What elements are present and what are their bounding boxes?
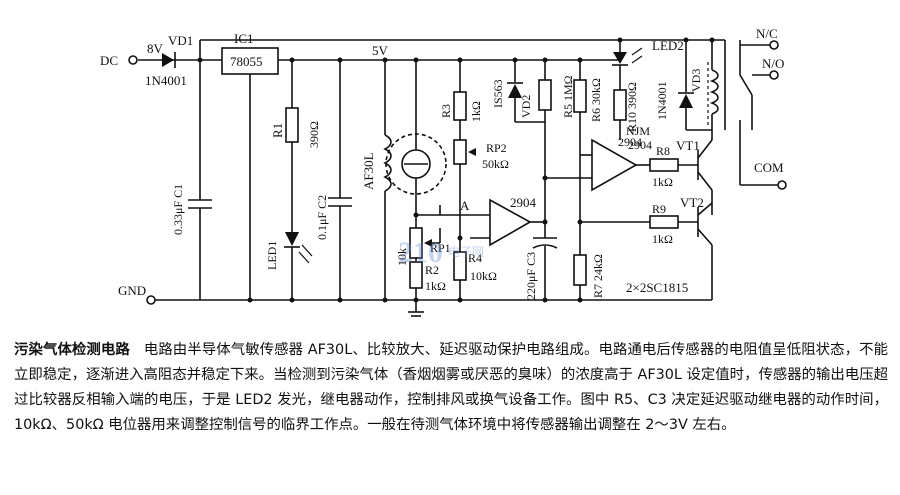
diode-is563 xyxy=(507,60,523,122)
njm-part: 2904 xyxy=(628,138,652,152)
com-terminal xyxy=(777,180,787,190)
ic1-part: 78055 xyxy=(230,54,263,69)
gnd-terminal xyxy=(146,295,156,305)
rp1-value: 10k xyxy=(395,248,409,266)
r6-label: R6 30kΩ xyxy=(589,78,603,122)
junction-dots xyxy=(197,37,715,303)
led1-label: LED1 xyxy=(265,241,279,270)
caption-title: 污染气体检测电路 xyxy=(14,342,130,358)
watermark-number: 210 xyxy=(398,236,443,269)
vd2-label: VD2 xyxy=(519,95,533,118)
watermark: 210 电子网 xyxy=(398,236,484,269)
led1 xyxy=(284,232,313,300)
capacitor-c1 xyxy=(188,60,212,300)
vt2-label: VT2 xyxy=(680,195,704,210)
r3-value: 1kΩ xyxy=(469,101,483,122)
opamp-upper xyxy=(545,138,648,192)
diode-vd1 xyxy=(162,52,176,68)
r9-value: 1kΩ xyxy=(652,232,673,246)
r2-value: 1kΩ xyxy=(425,279,446,293)
resistor-r10 xyxy=(613,65,627,140)
potentiometer-rp1 xyxy=(409,205,441,262)
vd3-label: VD3 xyxy=(689,69,703,92)
led2 xyxy=(612,40,643,66)
caption-paragraph: 污染气体检测电路电路由半导体气敏传感器 AF30L、比较放大、延迟驱动保护电路组… xyxy=(14,338,888,438)
resistor-r6 xyxy=(573,60,587,255)
r9-label: R9 xyxy=(652,202,666,216)
resistor-r1 xyxy=(285,60,299,232)
diode1-label: 1N4001 xyxy=(145,73,187,88)
dc-terminal xyxy=(128,55,138,65)
capacitor-c2 xyxy=(328,60,352,300)
led2-label: LED2 xyxy=(652,38,684,53)
rp2-value: 50kΩ xyxy=(482,157,509,171)
resistor-r9 xyxy=(580,215,698,229)
dc-label: DC xyxy=(100,53,118,68)
transistors-label: 2×2SC1815 xyxy=(626,280,688,295)
opamp-label: 2904 xyxy=(510,195,537,210)
sensor-label: AF30L xyxy=(361,152,376,190)
no-terminal xyxy=(769,70,779,80)
is563-label: IS563 xyxy=(491,79,505,108)
resistor-r5 xyxy=(538,60,552,238)
r2-label: R2 xyxy=(425,263,439,277)
r1-label: R1 xyxy=(270,123,285,138)
node-a-label: A xyxy=(460,198,470,213)
v8-label: 8V xyxy=(147,41,164,56)
resistor-r8 xyxy=(648,158,698,172)
transistor-vt2 xyxy=(628,202,713,301)
watermark-text: 电子网 xyxy=(448,245,484,259)
c2-label: 0.1μF C2 xyxy=(315,195,329,240)
relay-contacts xyxy=(724,40,778,186)
r8-value: 1kΩ xyxy=(652,175,673,189)
potentiometer-rp2 xyxy=(453,139,476,240)
nc-terminal xyxy=(769,40,779,50)
r3-label: R3 xyxy=(439,104,453,118)
njm-label: NJM xyxy=(626,124,650,138)
transistor-vt1 xyxy=(697,130,713,215)
r10-label: R10 390Ω xyxy=(625,82,639,132)
gnd-label: GND xyxy=(118,283,146,298)
gas-sensor-af30l xyxy=(383,60,447,300)
diode3-label: 1N4001 xyxy=(655,81,669,120)
relay-coil xyxy=(686,40,719,131)
r4-label: R4 xyxy=(468,251,482,265)
caption-body: 电路由半导体气敏传感器 AF30L、比较放大、延迟驱动保护电路组成。电路通电后传… xyxy=(14,342,888,433)
resistor-r4 xyxy=(453,240,467,300)
no-label: N/O xyxy=(762,56,784,71)
r8-label: R8 xyxy=(656,144,670,158)
capacitor-c3 xyxy=(532,237,558,300)
v5-label: 5V xyxy=(372,43,389,58)
vd1-label: VD1 xyxy=(168,33,193,48)
r4-value: 10kΩ xyxy=(470,269,497,283)
com-label: COM xyxy=(754,160,784,175)
resistor-r7 xyxy=(573,254,587,300)
ic1-label: IC1 xyxy=(234,31,254,46)
r5-label: R5 1MΩ xyxy=(561,75,575,118)
power-rails xyxy=(138,39,725,301)
vt1-label: VT1 xyxy=(676,138,700,153)
circuit-schematic: DC GND VD1 8V 1N4001 IC1 78055 0.33μF C1… xyxy=(100,26,787,317)
nc-label: N/C xyxy=(756,26,778,41)
r1-value: 390Ω xyxy=(307,121,321,148)
c1-label: 0.33μF C1 xyxy=(171,184,185,235)
rp1-label: RP1 xyxy=(430,241,451,255)
rp2-label: RP2 xyxy=(486,141,507,155)
r7-label: R7 24kΩ xyxy=(591,254,605,298)
diode-vd3 xyxy=(678,40,694,130)
resistor-r3 xyxy=(453,60,467,140)
c3-label: 220μF C3 xyxy=(524,252,538,300)
opamp2-label: 2904 xyxy=(618,135,642,149)
